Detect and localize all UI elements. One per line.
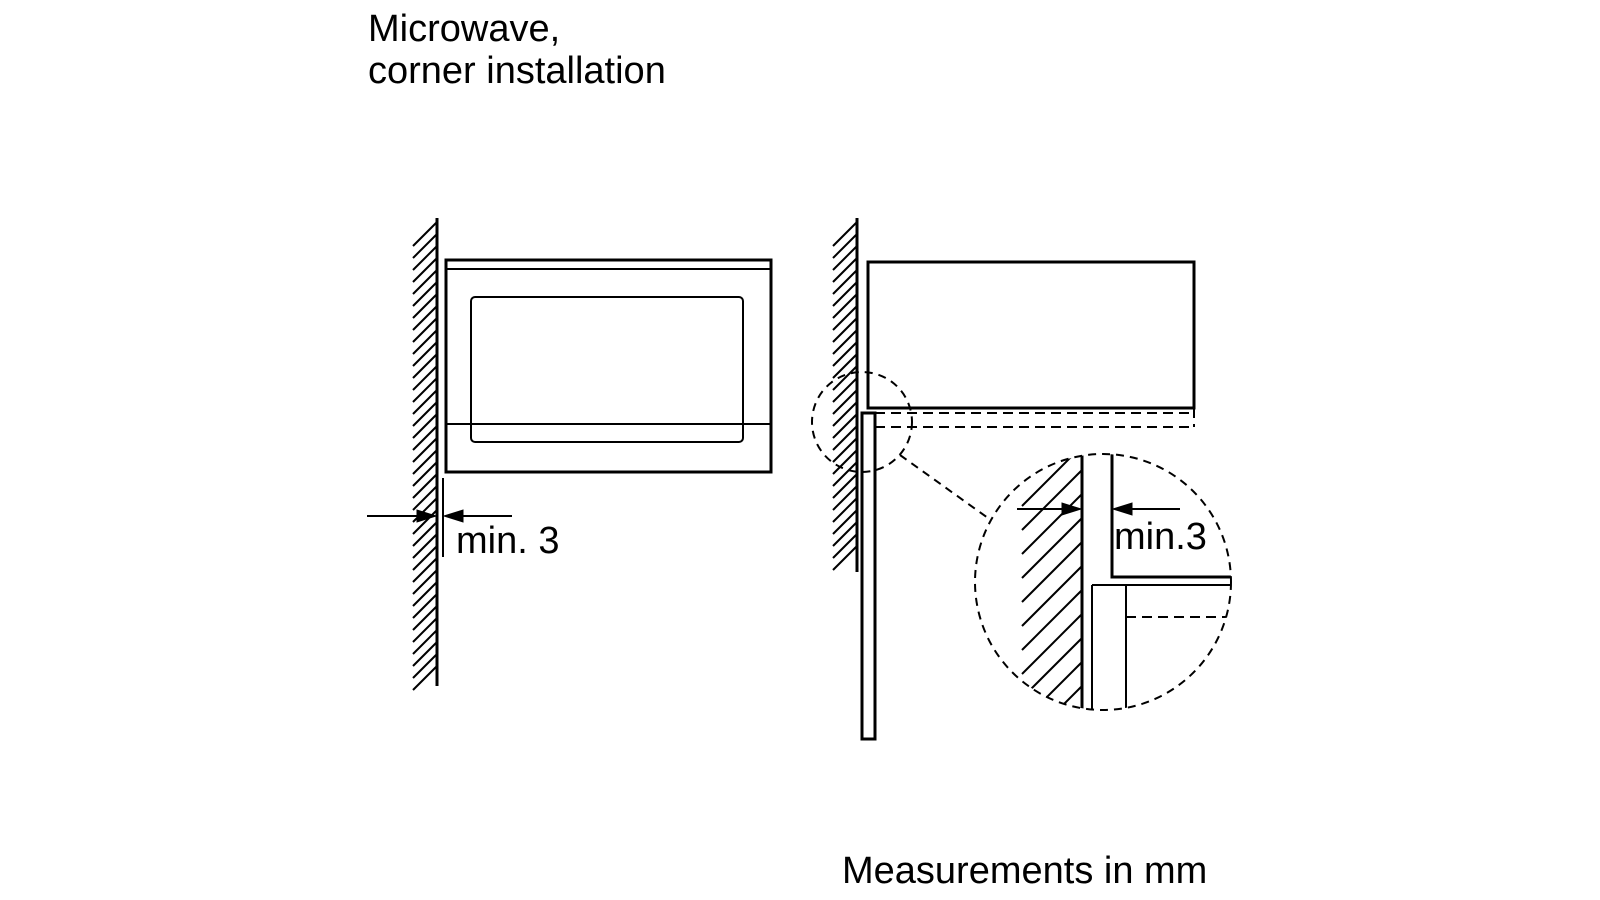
magnified-detail (974, 453, 1232, 711)
title-line-2: corner installation (368, 50, 666, 92)
detail-callout (811, 371, 989, 519)
diagram-title: Microwave, corner installation (368, 8, 666, 92)
left-clearance-label: min. 3 (456, 520, 559, 562)
detail-clearance-label: min.3 (1114, 516, 1207, 558)
detail-clearance-dimension (1017, 502, 1180, 516)
title-line-1: Microwave, (368, 8, 561, 50)
right-wall (832, 218, 859, 572)
measurement-units-note: Measurements in mm (842, 850, 1208, 892)
left-wall (412, 218, 439, 691)
microwave-side-view (860, 260, 1196, 741)
microwave-front-view (444, 258, 773, 474)
left-clearance-dimension (367, 478, 512, 557)
